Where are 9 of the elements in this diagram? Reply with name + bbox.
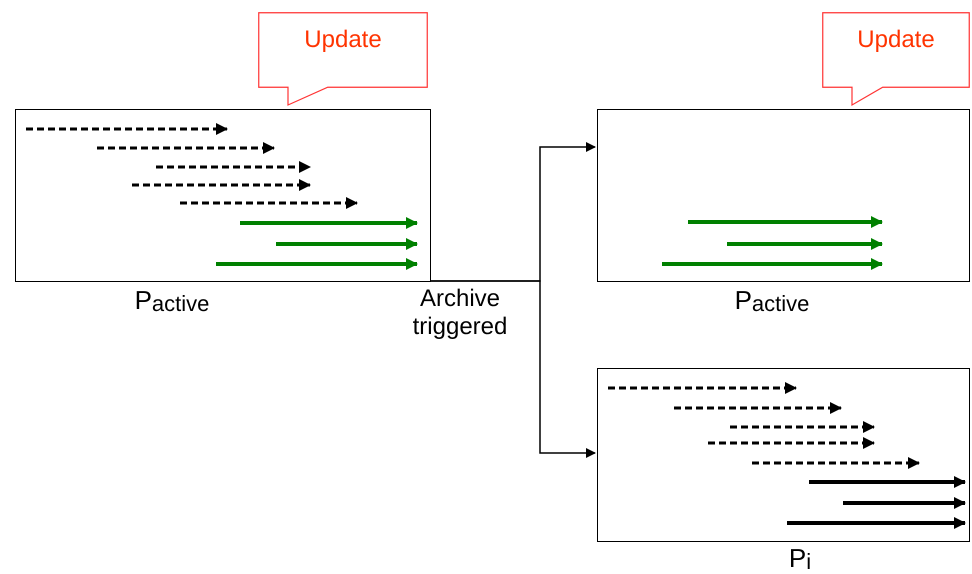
interval-box	[597, 368, 970, 542]
box-caption: P$_{active}$	[734, 285, 810, 317]
callout-text: Update	[303, 26, 383, 54]
interval-box	[597, 109, 970, 282]
interval-box	[15, 109, 431, 282]
arrow	[431, 280, 596, 458]
callout-text: Update	[856, 26, 936, 54]
box-caption: P$_{i}$	[788, 543, 812, 574]
box-caption: P$_{active}$	[134, 285, 210, 317]
